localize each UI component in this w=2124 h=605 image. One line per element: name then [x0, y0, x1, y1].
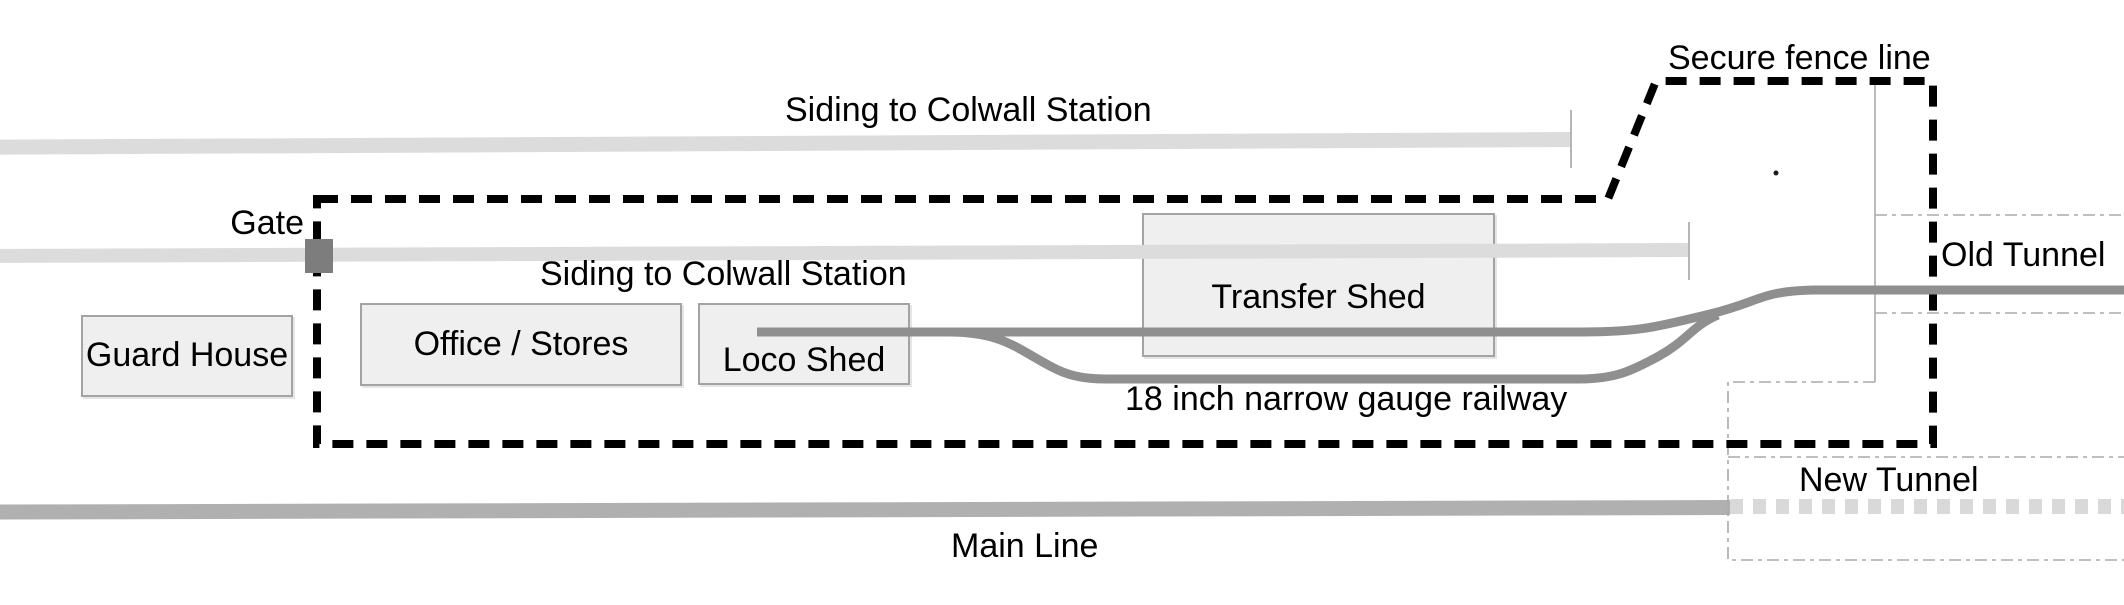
- main-line-label: Main Line: [951, 527, 1099, 565]
- stray-dot: [1773, 170, 1779, 176]
- narrow-gauge-main-track: [757, 285, 2124, 337]
- new-tunnel-label: New Tunnel: [1799, 461, 1979, 499]
- old-tunnel-label: Old Tunnel: [1941, 236, 2106, 274]
- gate-marker: [305, 239, 333, 273]
- new-tunnel-dashed-track-band: [1730, 499, 2124, 514]
- middle-siding-label: Siding to Colwall Station: [540, 255, 907, 293]
- office-stores-label: Office / Stores: [413, 324, 629, 363]
- narrow-gauge-loop-track: [948, 310, 1720, 384]
- gate-label: Gate: [230, 204, 304, 242]
- secure-fence-label: Secure fence line: [1668, 39, 1931, 77]
- guard-house-building: Guard House: [81, 315, 293, 397]
- secure-fence-line: [313, 77, 1937, 448]
- guard-house-label: Guard House: [85, 336, 289, 375]
- loco-shed-label: Loco Shed: [722, 341, 886, 380]
- office-stores-building: Office / Stores: [360, 303, 682, 386]
- top-siding-label: Siding to Colwall Station: [785, 91, 1152, 129]
- transfer-shed-label: Transfer Shed: [1211, 278, 1426, 317]
- loco-shed-building: Loco Shed: [698, 303, 910, 385]
- narrow-gauge-label: 18 inch narrow gauge railway: [1125, 380, 1568, 418]
- new-tunnel-outline: [1727, 381, 2124, 561]
